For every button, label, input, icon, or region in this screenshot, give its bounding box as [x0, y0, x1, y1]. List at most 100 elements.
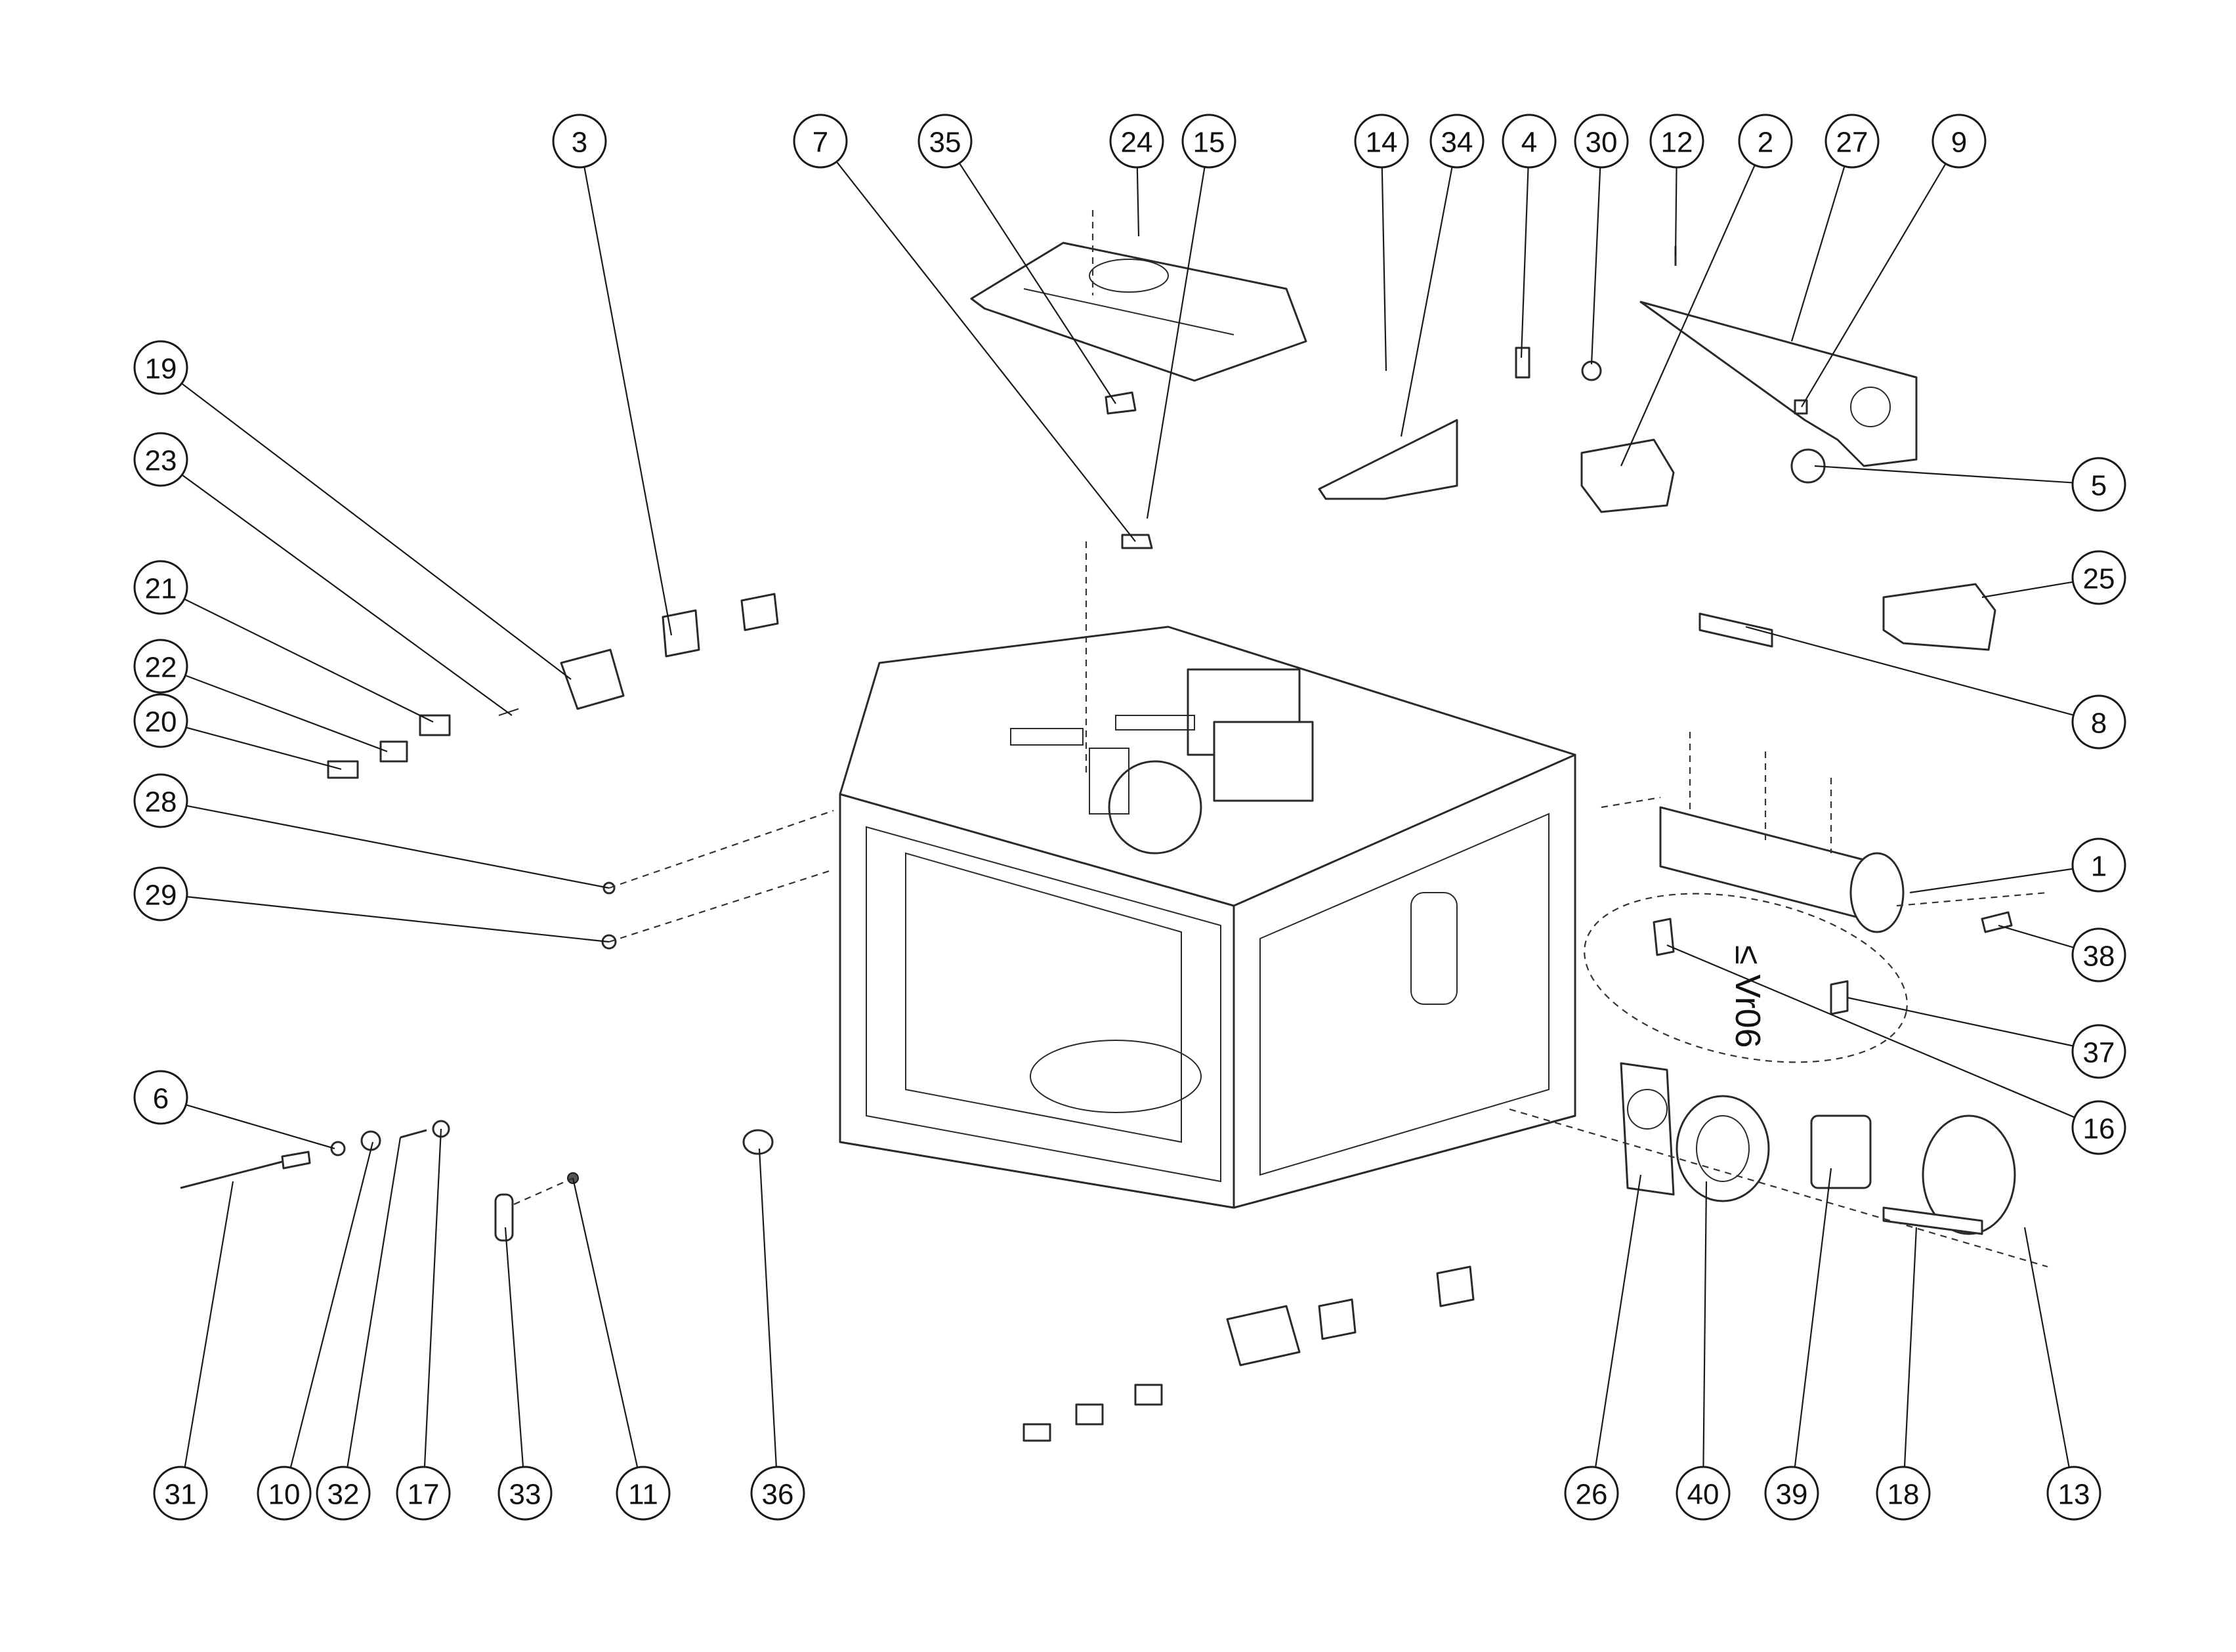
callout-circle-19	[133, 340, 188, 395]
callout-circle-35	[918, 114, 973, 169]
leader-line-34	[1400, 167, 1453, 437]
left-components-drawing	[327, 593, 779, 779]
leader-line-2	[1620, 165, 1756, 467]
oven-cavity-drawing	[839, 625, 1576, 1209]
callout-26: 26	[1564, 1466, 1619, 1521]
callout-circle-37	[2071, 1024, 2126, 1079]
callout-32: 32	[316, 1466, 371, 1521]
leader-line-11	[572, 1177, 639, 1468]
callout-circle-28	[133, 773, 188, 828]
callout-label-13: 13	[2058, 1479, 2090, 1511]
callout-circle-24	[1109, 114, 1164, 169]
callout-circle-22	[133, 639, 188, 694]
callout-label-6: 6	[153, 1083, 169, 1115]
assembly-guide-lines	[513, 210, 2048, 1268]
callout-label-32: 32	[327, 1479, 360, 1511]
board-2-drawing	[1580, 438, 1675, 513]
callout-6: 6	[133, 1070, 188, 1125]
callout-39: 39	[1764, 1466, 1819, 1521]
callout-29: 29	[133, 866, 188, 921]
leader-line-17	[423, 1128, 442, 1468]
callout-circle-10	[257, 1466, 312, 1521]
callout-circle-26	[1564, 1466, 1619, 1521]
callout-circle-11	[616, 1466, 671, 1521]
callout-circle-14	[1354, 114, 1409, 169]
part-16-drawing	[1653, 918, 1675, 956]
convection-fan-drawing	[1620, 1062, 2016, 1235]
callout-label-23: 23	[145, 445, 177, 477]
top-cover-drawing	[970, 242, 1307, 382]
callout-11: 11	[616, 1466, 671, 1521]
leader-line-21	[184, 598, 434, 723]
leader-line-15	[1146, 167, 1206, 519]
callout-circle-17	[396, 1466, 451, 1521]
callout-circle-13	[2046, 1466, 2101, 1521]
part-4-drawing	[1515, 347, 1530, 379]
callout-label-11: 11	[628, 1479, 658, 1511]
callout-label-30: 30	[1586, 127, 1618, 159]
callout-circle-34	[1429, 114, 1485, 169]
part-33-drawing	[494, 1193, 514, 1242]
leader-line-27	[1790, 165, 1846, 342]
callout-21: 21	[133, 560, 188, 615]
leader-lines	[181, 161, 2075, 1468]
leader-line-19	[181, 383, 572, 680]
callout-label-20: 20	[145, 706, 177, 738]
part-30-drawing	[1581, 360, 1602, 381]
callout-circle-4	[1502, 114, 1557, 169]
callout-circle-18	[1876, 1466, 1931, 1521]
callout-label-38: 38	[2083, 941, 2115, 973]
callout-18: 18	[1876, 1466, 1931, 1521]
bracket-7-drawing	[1121, 534, 1153, 549]
callout-circle-15	[1181, 114, 1236, 169]
callout-31: 31	[153, 1466, 208, 1521]
bracket-34-drawing	[1318, 419, 1458, 500]
callout-label-10: 10	[268, 1479, 301, 1511]
callout-circle-27	[1825, 114, 1880, 169]
callout-label-27: 27	[1836, 127, 1868, 159]
callout-28: 28	[133, 773, 188, 828]
leader-line-4	[1520, 167, 1529, 358]
callout-circle-25	[2071, 550, 2126, 605]
callout-circle-23	[133, 432, 188, 487]
callout-label-7: 7	[812, 127, 828, 159]
thermostat-8-drawing	[1698, 612, 1773, 648]
leader-line-24	[1136, 167, 1140, 237]
leader-line-6	[186, 1104, 335, 1150]
leader-line-12	[1674, 167, 1677, 257]
leader-line-14	[1381, 167, 1387, 371]
callout-circle-5	[2071, 457, 2126, 512]
callout-circle-21	[133, 560, 188, 615]
callout-27: 27	[1825, 114, 1880, 169]
callout-circle-33	[497, 1466, 553, 1521]
callout-circle-29	[133, 866, 188, 921]
callout-20: 20	[133, 693, 188, 748]
leader-line-18	[1903, 1227, 1918, 1468]
callout-33: 33	[497, 1466, 553, 1521]
callout-14: 14	[1354, 114, 1409, 169]
callout-label-28: 28	[145, 786, 177, 818]
callout-17: 17	[396, 1466, 451, 1521]
callout-circle-30	[1574, 114, 1629, 169]
callout-24: 24	[1109, 114, 1164, 169]
callout-label-25: 25	[2083, 563, 2115, 595]
callout-16: 16	[2071, 1100, 2126, 1155]
callout-34: 34	[1429, 114, 1485, 169]
leader-line-23	[181, 474, 513, 716]
leader-line-16	[1666, 944, 2075, 1118]
leader-line-10	[289, 1141, 374, 1468]
callout-label-8: 8	[2091, 708, 2107, 740]
leader-line-3	[583, 167, 673, 636]
callout-label-31: 31	[165, 1479, 197, 1511]
callout-8: 8	[2071, 694, 2126, 750]
callout-25: 25	[2071, 550, 2126, 605]
callout-40: 40	[1676, 1466, 1731, 1521]
leader-line-26	[1595, 1174, 1642, 1468]
callout-label-14: 14	[1366, 127, 1398, 159]
callout-label-18: 18	[1888, 1479, 1920, 1511]
leader-line-37	[1847, 996, 2074, 1047]
callout-3: 3	[552, 114, 607, 169]
probe-assembly-drawing	[180, 1120, 450, 1189]
callout-label-2: 2	[1758, 127, 1773, 159]
bottom-components-drawing	[1023, 1265, 1475, 1442]
